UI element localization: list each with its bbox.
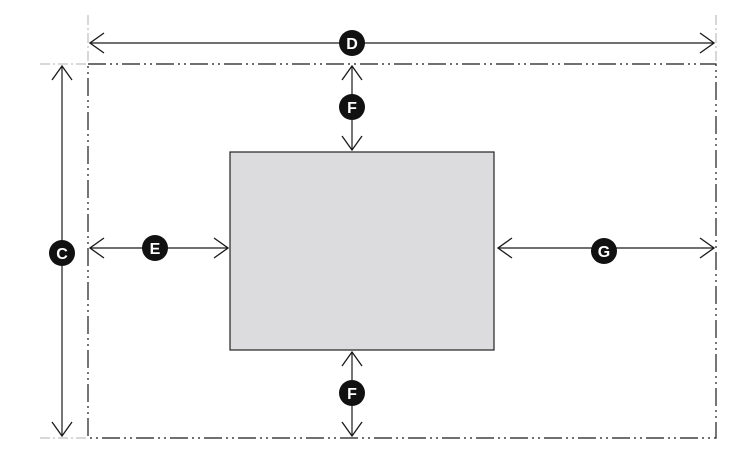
extension-guides — [40, 15, 717, 439]
label-e: E — [150, 241, 161, 258]
label-f-top: F — [347, 100, 357, 117]
badge-c: C — [49, 240, 75, 266]
label-g: G — [598, 244, 610, 261]
badge-g: G — [591, 238, 617, 264]
label-d: D — [346, 36, 358, 53]
badge-d: D — [339, 30, 365, 56]
label-c: C — [56, 246, 68, 263]
label-f-bottom: F — [347, 386, 357, 403]
badge-f-top: F — [339, 94, 365, 120]
outer-boundary — [87, 63, 717, 439]
unit-box — [229, 151, 495, 351]
badge-f-bottom: F — [339, 380, 365, 406]
badge-e: E — [142, 235, 168, 261]
